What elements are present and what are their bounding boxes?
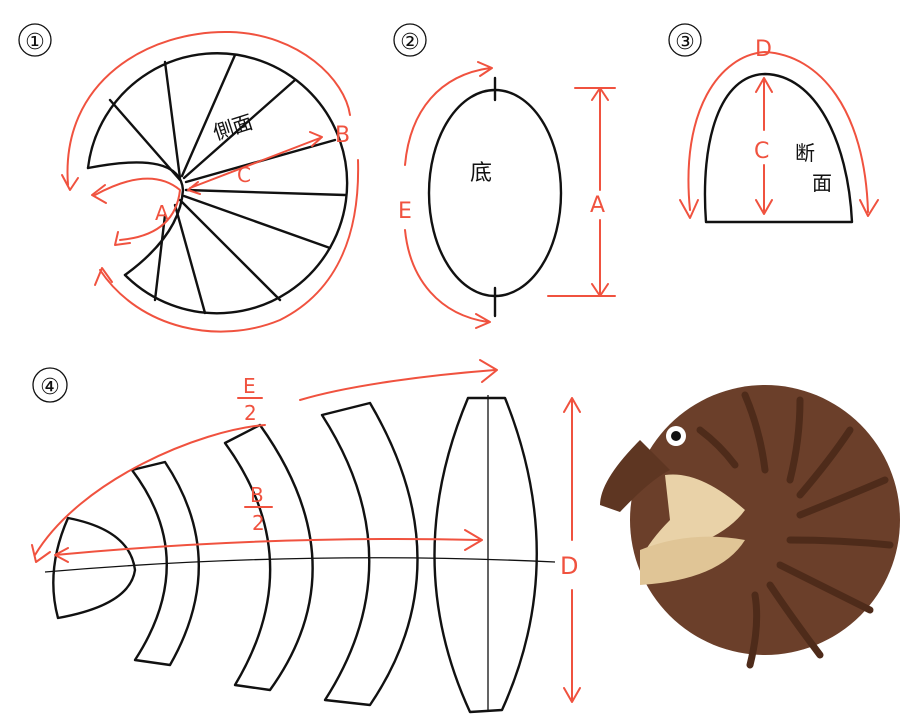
label-d: D bbox=[560, 552, 578, 580]
arrow-e-half bbox=[31, 359, 498, 563]
arc-e-top bbox=[404, 61, 493, 166]
b-denominator: 2 bbox=[252, 511, 265, 535]
side-outline bbox=[86, 52, 349, 315]
arc-d bbox=[679, 51, 879, 219]
panel-number: ④ bbox=[40, 375, 60, 400]
arc-e-bottom bbox=[404, 229, 491, 329]
label-a: A bbox=[155, 201, 169, 225]
section-label-1: 断 bbox=[795, 141, 815, 165]
strip-3 bbox=[223, 423, 314, 692]
arrowheads bbox=[91, 184, 131, 246]
center-line bbox=[44, 557, 556, 573]
panel-number: ① bbox=[25, 30, 45, 55]
outer-arc-top bbox=[66, 30, 351, 186]
section-outline bbox=[703, 72, 854, 224]
strip-1 bbox=[52, 516, 137, 620]
felt-snout bbox=[600, 440, 670, 512]
number-circle bbox=[668, 23, 702, 57]
label-c: C bbox=[754, 139, 769, 164]
label-b: B bbox=[335, 123, 350, 148]
panel-1-side: ① A C B 側面 bbox=[18, 23, 360, 333]
arrowhead bbox=[61, 174, 79, 191]
bottom-label: 底 bbox=[470, 161, 492, 186]
dimension-a bbox=[547, 87, 616, 297]
panel-number: ② bbox=[400, 30, 420, 55]
felt-underside bbox=[640, 474, 745, 560]
e-denominator: 2 bbox=[244, 401, 257, 425]
side-spokes bbox=[108, 53, 347, 315]
label-e: E bbox=[398, 199, 412, 224]
felt-pillbug-photo bbox=[600, 385, 900, 669]
panel-3-section: ③ D C 断 面 bbox=[668, 23, 879, 224]
inner-cutout bbox=[86, 161, 185, 277]
felt-pupil bbox=[671, 431, 681, 441]
b-numerator: B bbox=[250, 483, 264, 507]
strip-2 bbox=[130, 460, 200, 667]
label-a: A bbox=[590, 193, 605, 218]
panel-2-bottom: ② 底 E A bbox=[393, 23, 616, 329]
e-numerator: E bbox=[243, 374, 256, 398]
number-circle bbox=[32, 367, 68, 403]
strip-4 bbox=[320, 401, 419, 707]
side-label: 側面 bbox=[210, 110, 255, 145]
height-arrow-c bbox=[755, 77, 773, 215]
panel-number: ③ bbox=[675, 30, 695, 55]
inner-arc-a bbox=[94, 177, 181, 241]
section-label-2: 面 bbox=[812, 171, 832, 195]
label-c: C bbox=[237, 163, 251, 187]
outer-arc-bottom bbox=[99, 159, 360, 333]
height-arrow-d bbox=[563, 397, 581, 703]
strip-5 bbox=[433, 396, 538, 714]
number-circle bbox=[18, 23, 52, 57]
felt-underside-lower bbox=[640, 536, 745, 585]
panel-4-strips: ④ E 2 B 2 D bbox=[31, 359, 581, 714]
felt-segments bbox=[696, 391, 894, 669]
arrowhead bbox=[94, 267, 113, 286]
arrow-b-half bbox=[54, 529, 483, 563]
bottom-ellipse bbox=[427, 88, 563, 298]
radius-arrow-c bbox=[187, 131, 323, 195]
label-d: D bbox=[755, 37, 772, 62]
number-circle bbox=[393, 23, 427, 57]
